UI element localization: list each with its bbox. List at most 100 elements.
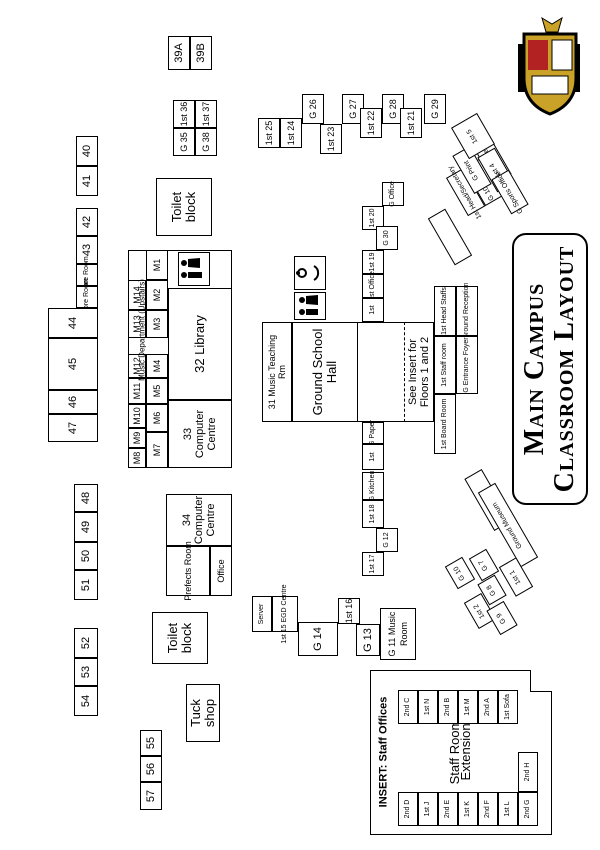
room-52[interactable]: 52 bbox=[74, 628, 98, 658]
computer-centre-34[interactable]: 34 Computer Centre bbox=[166, 494, 232, 546]
insert-bottom-7[interactable]: 2nd H bbox=[518, 752, 538, 792]
room-m14[interactable]: M14 bbox=[128, 280, 146, 310]
toilet-block-bottom[interactable]: Toilet block bbox=[152, 612, 208, 664]
room-g30[interactable]: G 30 bbox=[376, 226, 398, 250]
room-18[interactable]: 1st 18 bbox=[362, 500, 384, 528]
room-45[interactable]: 45 bbox=[48, 338, 98, 390]
room-35[interactable]: G 35 bbox=[173, 128, 195, 156]
insert-page-curl bbox=[530, 670, 552, 692]
ground-reception[interactable]: Ground Reception bbox=[456, 283, 478, 339]
room-53[interactable]: 53 bbox=[74, 658, 98, 686]
room-m1[interactable]: M1 bbox=[146, 250, 168, 280]
insert-top-1[interactable]: 1st N bbox=[418, 690, 438, 724]
room-50[interactable]: 50 bbox=[74, 542, 98, 570]
g-kitchen[interactable]: G Kitchen bbox=[362, 471, 384, 501]
room-43[interactable]: 43 bbox=[76, 236, 98, 264]
tuck-shop[interactable]: Tuck shop bbox=[186, 684, 220, 742]
room-24[interactable]: 1st 24 bbox=[280, 118, 302, 148]
store-room-1[interactable]: Store Room bbox=[76, 256, 98, 294]
store-room-2[interactable]: Store Room bbox=[76, 278, 98, 316]
music-dept-label: Music Department (Upstairs) bbox=[137, 279, 147, 381]
room-m10[interactable]: M10 bbox=[128, 404, 146, 428]
room-54[interactable]: 54 bbox=[74, 686, 98, 716]
room-38[interactable]: G 38 bbox=[195, 128, 217, 156]
insert-bottom-1[interactable]: 1st J bbox=[418, 792, 438, 826]
room-m4[interactable]: M4 bbox=[146, 354, 168, 378]
room-44[interactable]: 44 bbox=[48, 308, 98, 338]
room-m3[interactable]: M3 bbox=[146, 310, 168, 338]
room-m11[interactable]: M11 bbox=[128, 378, 146, 404]
school-hall[interactable]: Ground School Hall bbox=[292, 322, 358, 422]
room-23[interactable]: 1st 23 bbox=[320, 124, 342, 154]
first-office[interactable]: 1st Office bbox=[362, 271, 384, 301]
insert-top-0[interactable]: 2nd C bbox=[398, 690, 418, 724]
room-39a[interactable]: 39A bbox=[168, 36, 190, 70]
board-room[interactable]: 1st Board Room bbox=[434, 394, 456, 454]
room-41[interactable]: 41 bbox=[76, 166, 98, 196]
head-office[interactable]: 1st Head Staffs bbox=[434, 286, 456, 336]
room-25[interactable]: 1st 25 bbox=[258, 118, 280, 148]
first-floor-stairs-2[interactable]: 1st bbox=[362, 444, 384, 470]
room-39b[interactable]: 39B bbox=[190, 36, 212, 70]
room-21[interactable]: 1st 21 bbox=[400, 108, 422, 138]
room-20[interactable]: 1st 20 bbox=[362, 206, 384, 230]
room-47[interactable]: 47 bbox=[48, 414, 98, 442]
room-g9[interactable]: G 9 bbox=[486, 600, 518, 636]
room-55[interactable]: 55 bbox=[140, 730, 162, 756]
insert-bottom-5[interactable]: 1st L bbox=[498, 792, 518, 826]
insert-bottom-4[interactable]: 2nd F bbox=[478, 792, 498, 826]
office[interactable]: Office bbox=[210, 546, 232, 596]
title-line-2: Classroom Layout bbox=[549, 245, 580, 493]
insert-top-3[interactable]: 1st M bbox=[458, 690, 478, 724]
room-22[interactable]: 1st 22 bbox=[360, 108, 382, 138]
library[interactable]: 32 Library bbox=[168, 288, 232, 400]
room-46[interactable]: 46 bbox=[48, 390, 98, 414]
room-g13[interactable]: G 13 bbox=[356, 624, 380, 656]
toilet-block-top[interactable]: Toilet block bbox=[156, 178, 212, 236]
toilet-icon-2 bbox=[294, 292, 326, 320]
room-m6[interactable]: M6 bbox=[146, 404, 168, 432]
room-51[interactable]: 51 bbox=[74, 570, 98, 600]
room-49[interactable]: 49 bbox=[74, 512, 98, 542]
room-g12[interactable]: G 12 bbox=[376, 528, 398, 552]
room-57[interactable]: 57 bbox=[140, 782, 162, 810]
room-16[interactable]: 1st 16 bbox=[338, 598, 360, 624]
room-m7[interactable]: M7 bbox=[146, 432, 168, 468]
room-19[interactable]: 1st 19 bbox=[362, 250, 384, 274]
entrance-foyer[interactable]: G Entrance Foyer bbox=[456, 336, 478, 394]
room-m13[interactable]: M13 bbox=[128, 310, 146, 338]
room-56[interactable]: 56 bbox=[140, 756, 162, 782]
insert-top-5[interactable]: 1st Sofa bbox=[498, 690, 518, 724]
room-42[interactable]: 42 bbox=[76, 208, 98, 236]
insert-top-4[interactable]: 2nd A bbox=[478, 690, 498, 724]
room-37[interactable]: 1st 37 bbox=[195, 100, 217, 128]
room-48[interactable]: 48 bbox=[74, 484, 98, 512]
room-17[interactable]: 1st 17 bbox=[362, 552, 384, 576]
server-room[interactable]: Server bbox=[252, 596, 272, 632]
staff-room[interactable]: 1st Staff room bbox=[434, 336, 456, 394]
room-m12[interactable]: M12 bbox=[128, 354, 146, 378]
room-g11[interactable]: G 11 Music Room bbox=[380, 608, 416, 660]
room-m2[interactable]: M2 bbox=[146, 280, 168, 310]
room-29[interactable]: G 29 bbox=[424, 94, 446, 124]
prefects-room[interactable]: Prefects Room bbox=[166, 541, 210, 601]
room-40[interactable]: 40 bbox=[76, 136, 98, 166]
room-m8[interactable]: M8 bbox=[128, 448, 146, 468]
room-g14[interactable]: G 14 bbox=[298, 622, 338, 656]
music-teaching-room-31[interactable]: 31 Music Teaching Rm bbox=[262, 322, 292, 422]
insert-top-2[interactable]: 2nd B bbox=[438, 690, 458, 724]
computer-centre-33[interactable]: 33 Computer Centre bbox=[168, 400, 232, 468]
insert-bottom-6[interactable]: 2nd G bbox=[518, 792, 538, 826]
room-m5[interactable]: M5 bbox=[146, 378, 168, 404]
insert-bottom-0[interactable]: 2nd D bbox=[398, 792, 418, 826]
g-office[interactable]: G Office bbox=[382, 181, 404, 207]
egd-centre-15[interactable]: 1st 15 EGD Centre bbox=[272, 584, 298, 644]
room-36[interactable]: 1st 36 bbox=[173, 100, 195, 128]
g-paper[interactable]: G Paper bbox=[362, 420, 384, 446]
insert-bottom-3[interactable]: 1st K bbox=[458, 792, 478, 826]
first-floor-stairs[interactable]: 1st bbox=[362, 298, 384, 322]
room-m9[interactable]: M9 bbox=[128, 428, 146, 448]
insert-bottom-2[interactable]: 2nd E bbox=[438, 792, 458, 826]
room-26[interactable]: G 26 bbox=[302, 94, 324, 124]
